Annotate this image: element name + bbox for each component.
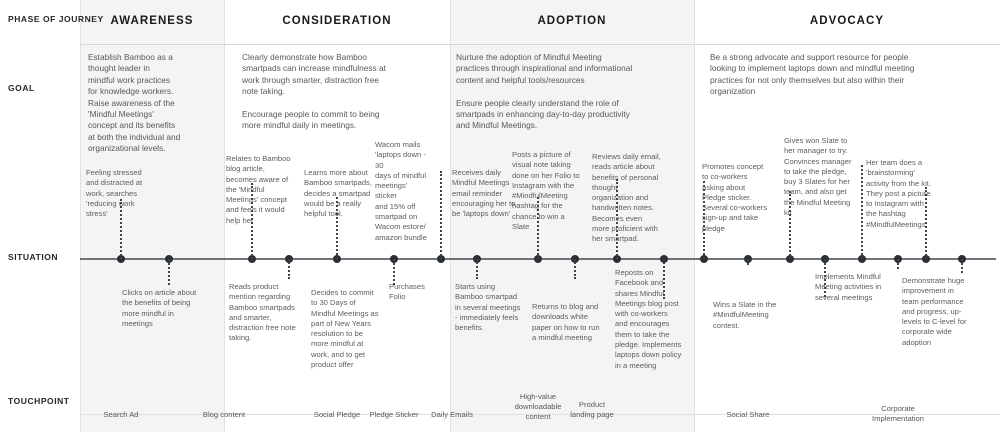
column-divider-2 [450,0,451,432]
node-stem [861,165,863,259]
timeline-node[interactable] [700,255,708,263]
touchpoint-label: Corporate Implementation [872,404,924,424]
situation-note: Learns more about Bamboo smartpads, deci… [304,168,372,219]
timeline-node[interactable] [613,255,621,263]
phase-band-awareness [80,0,224,432]
node-stem [925,187,927,259]
row-label-touchpoint: TOUCHPOINT [8,396,70,406]
phase-heading-advocacy: ADVOCACY [809,15,885,27]
node-stem [703,181,705,259]
row-label-situation: SITUATION [8,252,59,262]
timeline-node[interactable] [534,255,542,263]
situation-note: Reposts on Facebook and shares Mindful M… [615,268,682,370]
situation-note: Implements Mindful Meeting activities in… [815,272,882,302]
goal-text-advocacy: Be a strong advocate and support resourc… [710,52,915,97]
node-stem [476,259,478,279]
phase-heading-awareness: AWARENESS [110,15,194,27]
node-stem [897,259,899,269]
node-stem [120,199,122,259]
situation-note: Posts a picture of visual note taking do… [512,150,580,232]
column-divider-0 [80,0,81,432]
row-label-goal: GOAL [8,83,35,93]
touchpoint-label: Pledge Sticker [369,410,419,419]
phase-heading-consideration: CONSIDERATION [282,15,392,27]
touchpoint-divider [80,414,1000,415]
timeline-node[interactable] [786,255,794,263]
situation-note: Decides to commit to 30 Days of Mindful … [311,288,379,370]
situation-note: Receives daily Mindful Meetings email re… [452,168,516,219]
node-stem [251,183,253,259]
node-stem [824,259,826,297]
node-stem [616,179,618,259]
row-label-phase: PHASE OF JOURNEY [8,14,104,24]
situation-note: Clicks on article about the benefits of … [122,288,197,328]
goal-text-adoption: Nurture the adoption of Mindful Meeting … [456,52,633,131]
situation-note: Promotes concept to co-workers asking ab… [702,162,767,233]
column-divider-1 [224,0,225,432]
phase-heading-adoption: ADOPTION [537,15,607,27]
situation-note: Returns to blog and downloads white pape… [532,302,600,342]
node-stem [574,259,576,279]
situation-note: Reads product mention regarding Bamboo s… [229,282,296,343]
node-stem [168,259,170,285]
touchpoint-label: Blog content [202,410,246,419]
timeline-node[interactable] [333,255,341,263]
situation-note: Feeling stressed and distracted at work,… [86,168,143,219]
timeline-node[interactable] [437,255,445,263]
touchpoint-label: Search Ad [103,410,139,419]
goal-text-consideration: Clearly demonstrate how Bamboo smartpads… [242,52,386,131]
touchpoint-label: Product landing page [570,400,614,420]
node-stem [537,197,539,259]
situation-note: Her team does a 'brainstorming' activity… [866,158,931,229]
situation-note: Starts using Bamboo smartpad in several … [455,282,521,333]
timeline-node[interactable] [922,255,930,263]
timeline-node[interactable] [858,255,866,263]
touchpoint-label: Social Share [726,410,770,419]
situation-note: Relates to Bamboo blog article, becomes … [226,154,291,225]
situation-note: Wacom mails 'laptops down - 30 days of m… [375,140,427,242]
phase-band-adoption [450,0,694,432]
situation-note: Reviews daily email, reads article about… [592,152,661,244]
touchpoint-label: Social Pledge [313,410,361,419]
header-divider [80,44,1000,45]
node-stem [789,191,791,259]
situation-note: Gives won Slate to her manager to try. C… [784,136,852,218]
node-stem [288,259,290,279]
node-stem [393,259,395,285]
node-stem [961,259,963,273]
node-stem [747,259,749,265]
situation-note: Wins a Slate in the #MindfulMeeting cont… [713,300,777,330]
node-stem [336,197,338,259]
column-divider-3 [694,0,695,432]
situation-note: Demonstrate huge improvement in team per… [902,276,967,347]
touchpoint-label: High-value downloadable content [514,392,562,422]
timeline-node[interactable] [117,255,125,263]
node-stem [663,259,665,299]
situation-note: Purchases Folio [389,282,425,302]
timeline-node[interactable] [248,255,256,263]
touchpoint-label: Daily Emails [431,410,473,419]
goal-text-awareness: Establish Bamboo as a thought leader in … [88,52,181,154]
node-stem [440,171,442,259]
